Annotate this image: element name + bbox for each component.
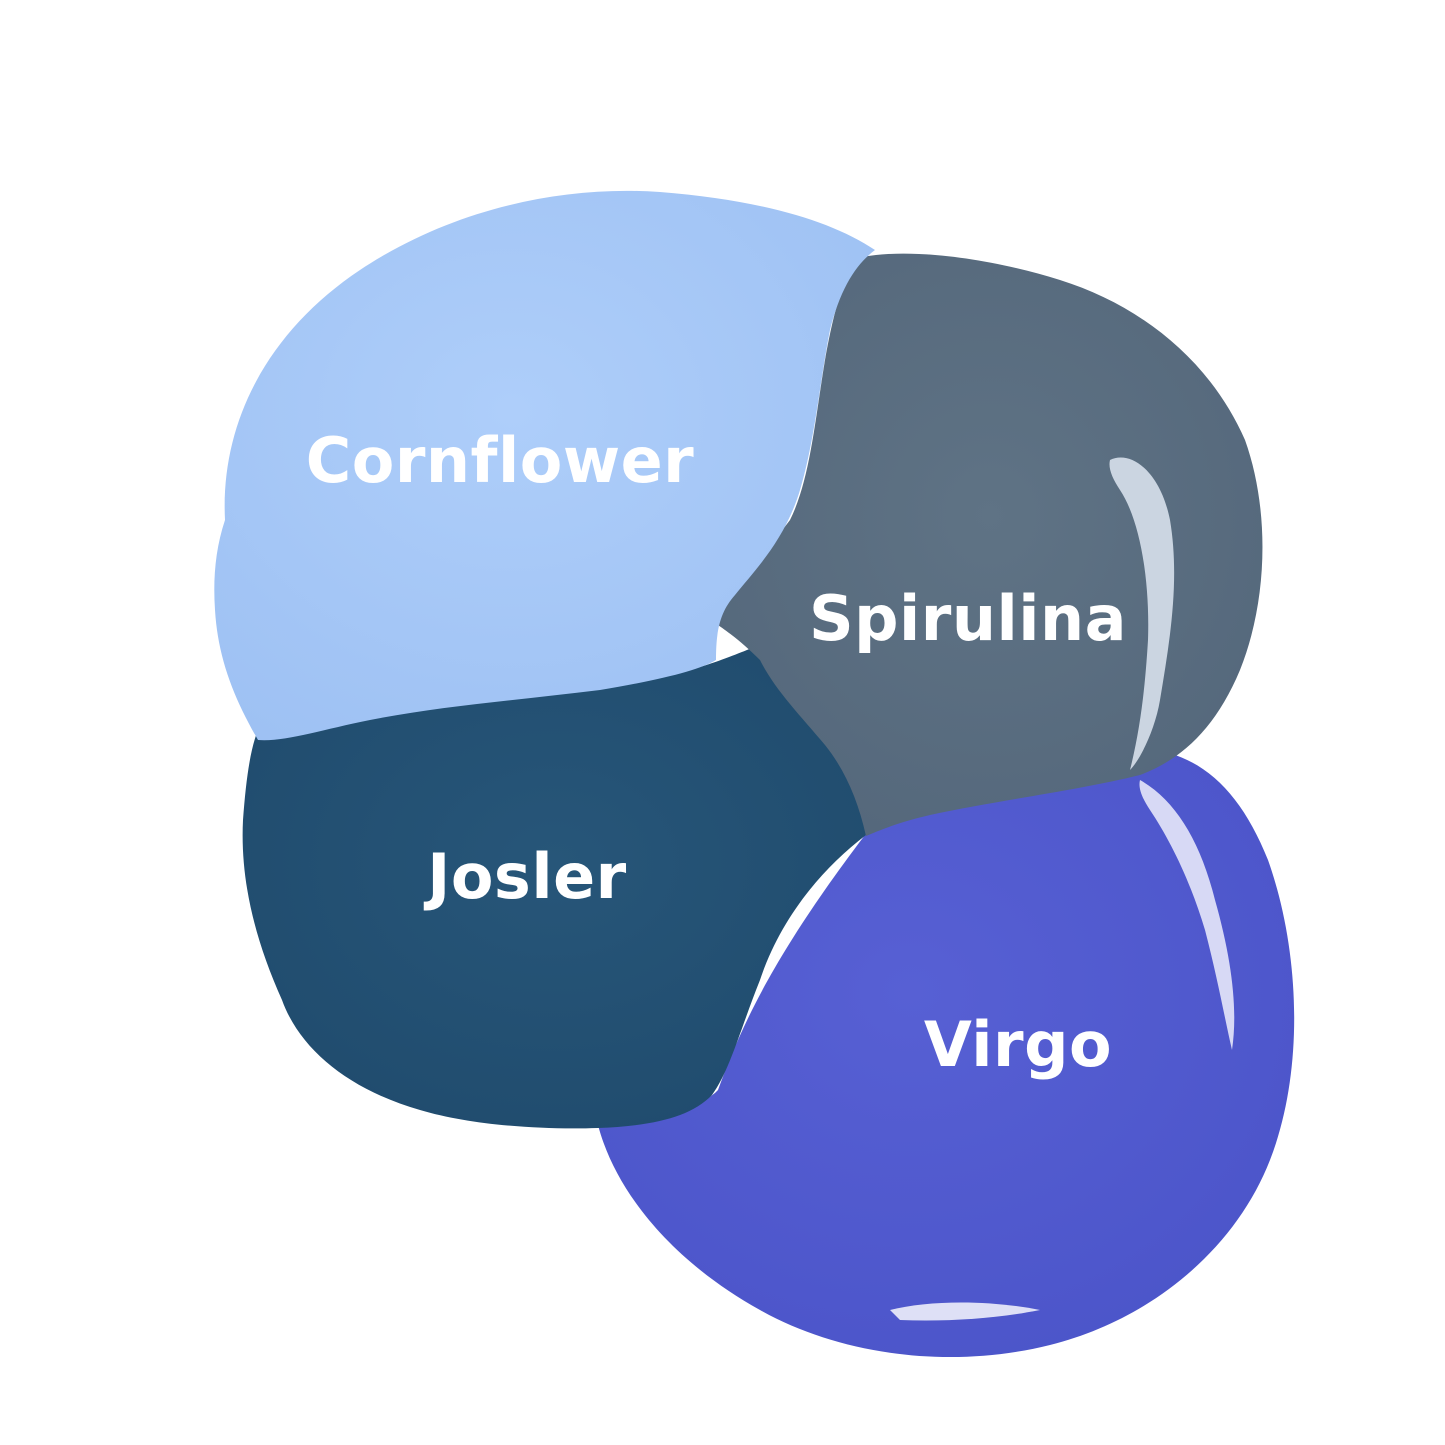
gloss-highlight-virgo-bottom: [890, 1302, 1040, 1321]
gloss-highlight-spirulina: [1109, 457, 1175, 770]
gloss-highlight-virgo: [1139, 780, 1235, 1050]
swatch-label-josler: Josler: [423, 840, 626, 913]
josler-swatch: [242, 645, 866, 1129]
swatch-label-cornflower: Cornflower: [306, 424, 695, 497]
cornflower-swatch: [214, 190, 876, 741]
swatch-label-spirulina: Spirulina: [809, 582, 1127, 655]
swatch-label-virgo: Virgo: [924, 1008, 1112, 1081]
spirulina-swatch: [718, 253, 1263, 837]
virgo-swatch: [598, 747, 1295, 1358]
